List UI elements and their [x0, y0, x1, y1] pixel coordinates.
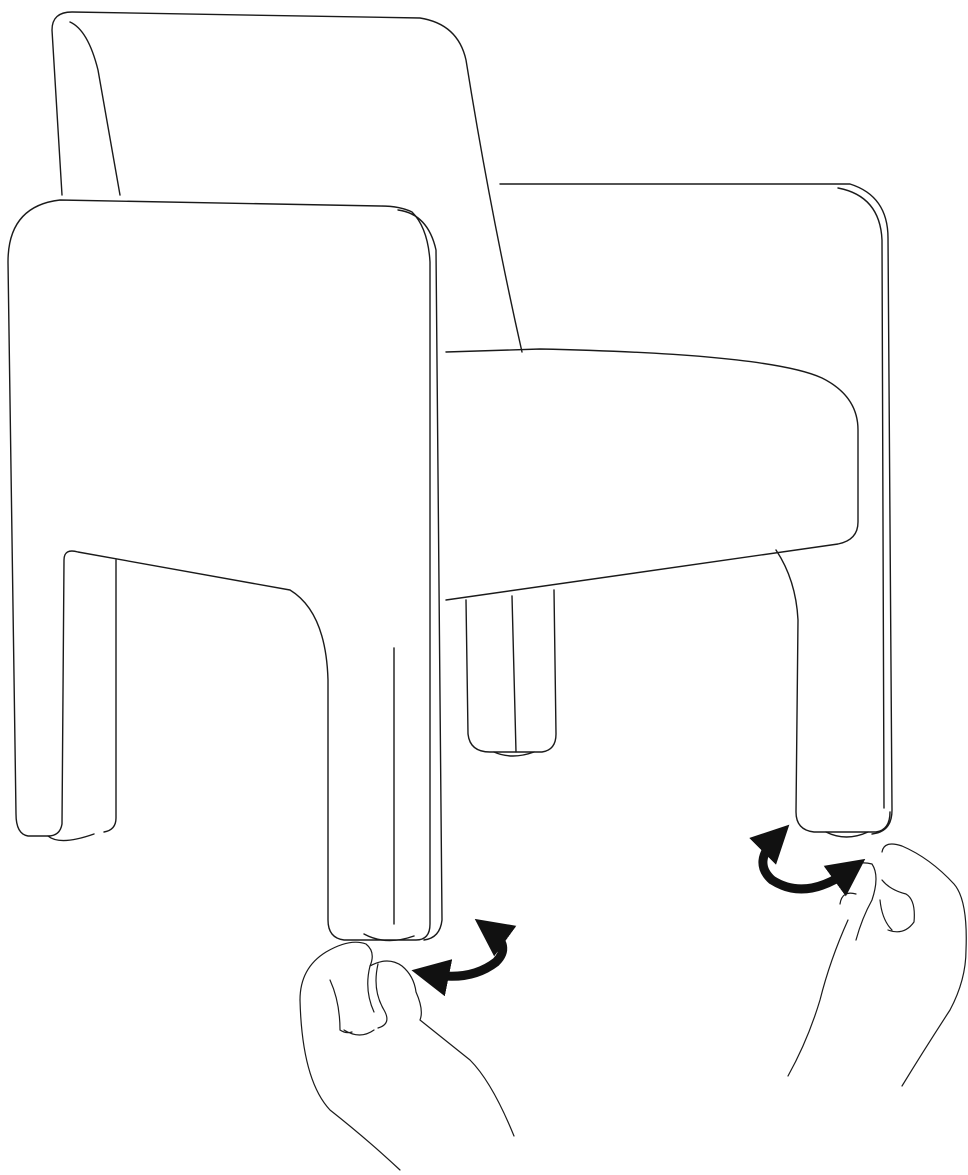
- right-hand-wrist: [788, 920, 848, 1076]
- right-hand-fingers: [840, 880, 914, 932]
- backrest-inner-edge: [70, 22, 120, 195]
- back-middle-leg-seam: [512, 596, 516, 752]
- seat-cushion: [446, 349, 858, 600]
- right-hand-outline: [882, 844, 966, 1086]
- left-hand-palm: [300, 1000, 400, 1170]
- left-back-leg-edge: [104, 560, 116, 832]
- back-right-leg: [776, 550, 890, 832]
- backrest: [52, 12, 522, 352]
- back-right-foot-pad: [826, 832, 868, 837]
- back-frame: [500, 184, 892, 834]
- armchair-drawing: [8, 12, 892, 941]
- rotate-arrow-front-leg: [430, 930, 503, 976]
- right-hand-thumb: [850, 863, 876, 940]
- right-hand: [788, 844, 966, 1086]
- back-frame-inner-edge: [838, 188, 884, 808]
- left-hand-fingers: [330, 964, 387, 1035]
- back-middle-leg: [466, 590, 556, 752]
- left-arm-side-edge: [398, 210, 442, 940]
- rotation-arrows: [430, 838, 850, 976]
- rotate-arrow-back-right-leg: [763, 838, 850, 889]
- left-hand: [300, 942, 514, 1170]
- left-arm-outer: [8, 200, 430, 940]
